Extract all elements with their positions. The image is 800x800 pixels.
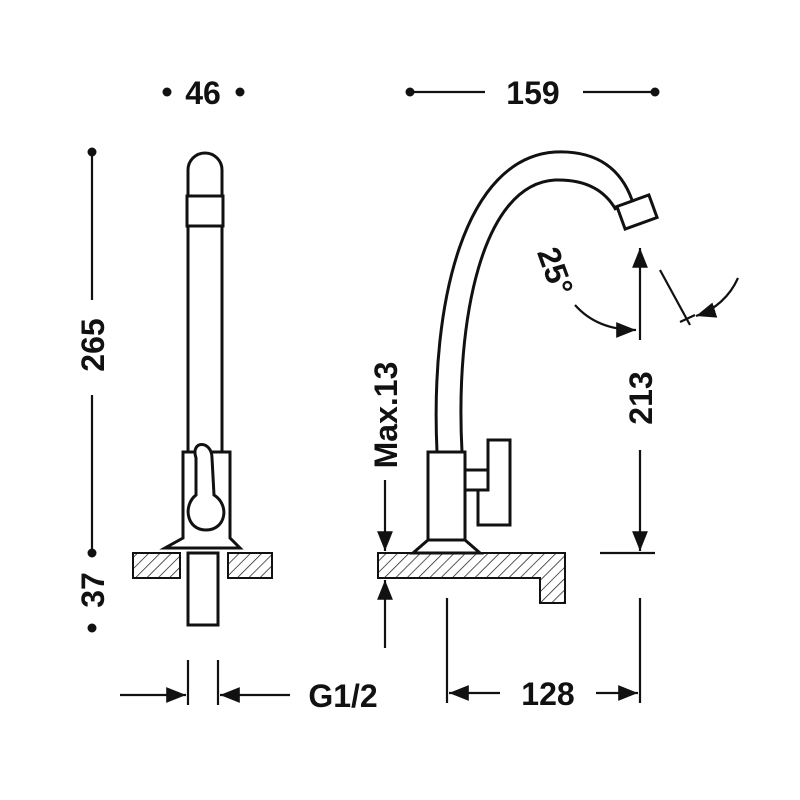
label-265: 265 bbox=[75, 318, 111, 371]
faucet-side-view bbox=[377, 150, 660, 604]
dimension-max-thickness: Max.13 bbox=[368, 362, 404, 648]
dimension-connection: G1/2 bbox=[120, 660, 378, 714]
dimension-spout-reach: 159 bbox=[405, 75, 660, 111]
label-g12: G1/2 bbox=[308, 678, 377, 714]
label-max13: Max.13 bbox=[368, 362, 404, 469]
label-128: 128 bbox=[521, 676, 574, 712]
label-25deg: 25° bbox=[530, 242, 580, 300]
dimension-swivel-angle: 25° bbox=[530, 242, 740, 338]
label-37: 37 bbox=[75, 572, 111, 608]
label-159: 159 bbox=[506, 75, 559, 111]
dimension-base-to-outlet: 128 bbox=[445, 598, 642, 712]
dimension-front-width: 46 bbox=[162, 75, 245, 111]
dimension-below-counter: 37 bbox=[75, 572, 111, 633]
label-46: 46 bbox=[185, 75, 221, 111]
faucet-front-view bbox=[132, 151, 273, 627]
label-213: 213 bbox=[623, 371, 659, 424]
dimension-total-height: 265 bbox=[75, 147, 111, 558]
dimension-spout-height: 213 bbox=[600, 248, 659, 555]
